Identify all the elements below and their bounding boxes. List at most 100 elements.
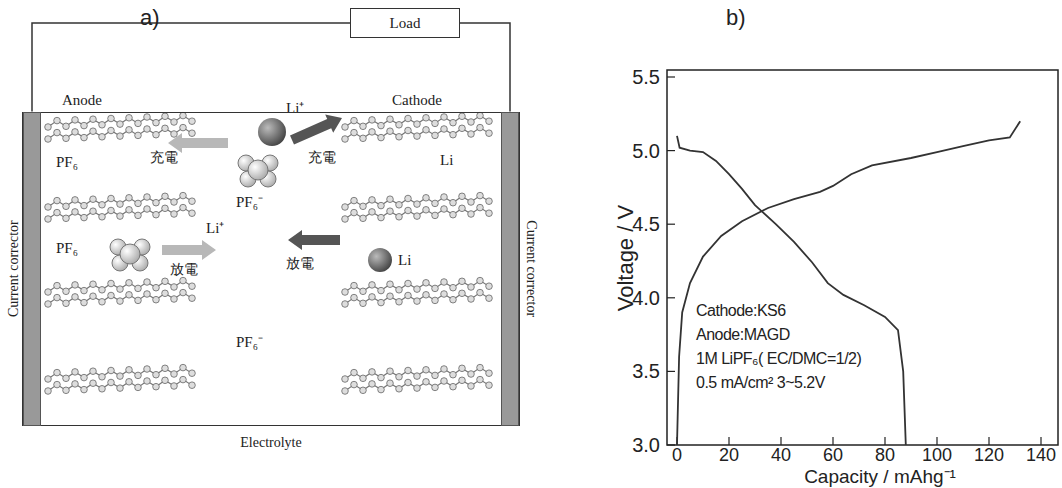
carbon-atom — [396, 287, 403, 294]
wire — [32, 23, 350, 112]
graphite-bond — [48, 128, 192, 139]
axis-tick: 140 — [1026, 446, 1056, 466]
collector-label: Current corrector — [523, 220, 538, 317]
carbon-atom — [432, 200, 439, 207]
carbon-atom — [378, 374, 385, 381]
y-tick — [667, 371, 675, 372]
carbon-atom — [387, 293, 394, 300]
carbon-atom — [72, 209, 79, 216]
carbon-atom — [99, 214, 106, 221]
carbon-atom — [486, 198, 493, 205]
carbon-atom — [369, 282, 376, 289]
graphite-bond — [345, 128, 489, 139]
carbon-atom — [477, 192, 484, 199]
carbon-atom — [81, 386, 88, 393]
carbon-atom — [126, 379, 133, 386]
y-tick — [667, 76, 675, 77]
carbon-atom — [126, 207, 133, 214]
carbon-atom — [144, 114, 151, 121]
graphite-bond — [345, 293, 489, 304]
graphite-bond — [345, 380, 489, 391]
carbon-atom — [99, 386, 106, 393]
carbon-atom — [126, 280, 133, 287]
graphite-bond — [48, 368, 192, 379]
panel-letter: a) — [140, 6, 160, 30]
carbon-atom — [180, 289, 187, 296]
carbon-atom — [117, 298, 124, 305]
carbon-atom — [369, 209, 376, 216]
carbon-atom — [81, 374, 88, 381]
x-tick — [936, 437, 937, 445]
carbon-atom — [153, 119, 160, 126]
graphite-bond — [345, 281, 489, 292]
carbon-atom — [171, 383, 178, 390]
carbon-atom — [432, 372, 439, 379]
charge-arrow — [290, 115, 342, 145]
carbon-atom — [486, 295, 493, 302]
carbon-atom — [45, 388, 52, 395]
process-label: 放電 — [286, 256, 314, 271]
y-tick — [667, 150, 675, 151]
carbon-atom — [477, 277, 484, 284]
carbon-atom — [414, 201, 421, 208]
carbon-atom — [144, 378, 151, 385]
carbon-atom — [162, 290, 169, 297]
carbon-atom — [486, 283, 493, 290]
current-collector: Current corrector — [23, 112, 41, 426]
carbon-atom — [126, 292, 133, 299]
process-label: 充電 — [308, 150, 336, 165]
carbon-atom — [108, 195, 115, 202]
carbon-atom — [81, 287, 88, 294]
carbon-atom — [360, 300, 367, 307]
carbon-atom — [468, 284, 475, 291]
panel-letter: b) — [726, 6, 746, 30]
carbon-atom — [153, 284, 160, 291]
load-label: Load — [390, 15, 421, 32]
carbon-atom — [90, 380, 97, 387]
carbon-atom — [72, 129, 79, 136]
carbon-atom — [486, 130, 493, 137]
carbon-atom — [54, 282, 61, 289]
carbon-atom — [90, 293, 97, 300]
carbon-atom — [342, 216, 349, 223]
carbon-atom — [423, 379, 430, 386]
carbon-atom — [342, 376, 349, 383]
carbon-atom — [108, 127, 115, 134]
carbon-atom — [387, 281, 394, 288]
carbon-atom — [189, 130, 196, 137]
load-box: Load — [350, 8, 460, 38]
carbon-atom — [162, 205, 169, 212]
axis-tick: 40 — [771, 446, 791, 466]
carbon-atom — [360, 215, 367, 222]
carbon-atom — [477, 364, 484, 371]
carbon-atom — [459, 377, 466, 384]
carbon-atom — [342, 124, 349, 131]
cell-housing: ElectrolyteCurrent correctorCurrent corr… — [22, 112, 520, 426]
carbon-atom — [342, 388, 349, 395]
graphite-bond — [48, 116, 192, 127]
carbon-atom — [459, 193, 466, 200]
carbon-atom — [351, 282, 358, 289]
discharge-arrow — [288, 230, 340, 250]
carbon-atom — [432, 120, 439, 127]
carbon-atom — [108, 292, 115, 299]
graphite-bond — [48, 196, 192, 207]
carbon-atom — [360, 135, 367, 142]
carbon-atom — [486, 382, 493, 389]
carbon-atom — [180, 364, 187, 371]
carbon-atom — [153, 371, 160, 378]
x-tick — [832, 437, 833, 445]
carbon-atom — [441, 378, 448, 385]
carbon-atom — [405, 207, 412, 214]
current-collector: Current corrector — [501, 112, 519, 426]
carbon-atom — [180, 192, 187, 199]
carbon-atom — [423, 207, 430, 214]
process-label: 充電 — [150, 150, 178, 165]
carbon-atom — [468, 199, 475, 206]
axis-title: Voltage / V — [614, 205, 638, 311]
carbon-atom — [396, 374, 403, 381]
carbon-atom — [63, 288, 70, 295]
carbon-atom — [351, 381, 358, 388]
condition-note: Cathode:KS6 — [696, 302, 786, 320]
electrode-label: Cathode — [392, 92, 442, 109]
